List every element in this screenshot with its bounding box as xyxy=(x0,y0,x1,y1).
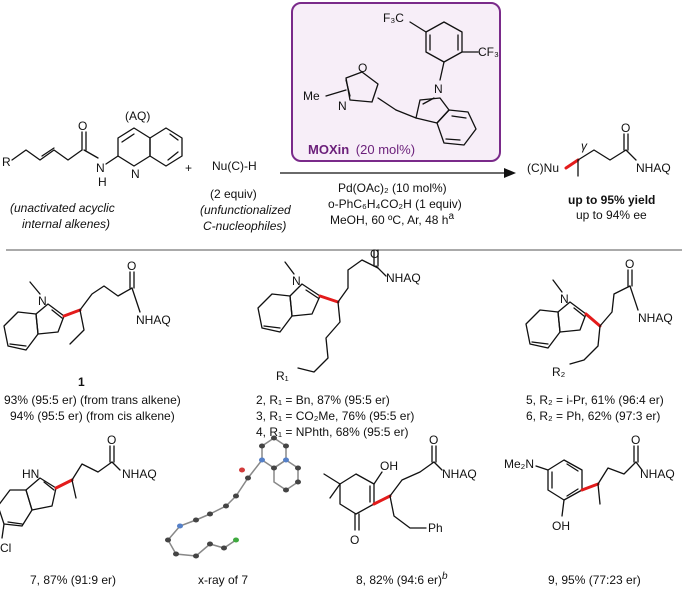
substrate-alkene: R O N H (AQ) N (unactivated acyclic inte… xyxy=(2,109,183,231)
catalyst-box: F₃C CF₃ N O N Me MOXin (20 mol%) xyxy=(291,2,501,162)
product-2-4: N O NHAQ R₁ 2, R₁ = Bn, 87% (95:5 er) 3,… xyxy=(256,247,421,439)
aq-label: (AQ) xyxy=(125,109,150,123)
p9-me2n-label: Me₂N xyxy=(504,457,534,471)
substrate-desc-line2: internal alkenes) xyxy=(22,217,110,231)
p5-r2-label: R₂ xyxy=(552,365,566,379)
product-7: HN Cl O NHAQ 7, 87% (91:9 er) xyxy=(0,433,157,587)
scope-ee: up to 94% ee xyxy=(576,208,647,222)
p8-oh-label: OH xyxy=(380,459,398,473)
nucleophile-formula: Nu(C)-H xyxy=(212,159,257,173)
p1-nhaq-label: NHAQ xyxy=(136,313,171,327)
p8-o-label: O xyxy=(350,533,359,547)
p1-line2: 94% (95:5 er) (from cis alkene) xyxy=(10,409,175,423)
p2-r1-label: R₁ xyxy=(276,369,289,383)
p9-oh-label: OH xyxy=(552,519,570,533)
p9-nhaq-label: NHAQ xyxy=(640,467,675,481)
substrate-h-label: H xyxy=(98,175,107,189)
product-o-label: O xyxy=(621,121,630,135)
ligand-label: MOXin (20 mol%) xyxy=(308,142,415,157)
p5-line2: 6, R₂ = Ph, 62% (97:3 er) xyxy=(526,409,660,423)
substrate-r-label: R xyxy=(2,155,11,169)
reaction-conditions: Pd(OAc)₂ (10 mol%) o-PhC₆H₄CO₂H (1 equiv… xyxy=(328,181,462,227)
product-9: Me₂N OH O NHAQ 9, 95% (77:23 er) xyxy=(504,433,675,587)
p1-benzo xyxy=(3,311,39,351)
nucleophile: Nu(C)-H (2 equiv) (unfunctionalized C-nu… xyxy=(200,159,291,233)
p1-n-label: N xyxy=(38,294,47,308)
p5-o-label: O xyxy=(625,257,634,271)
product-nhaq-label: NHAQ xyxy=(636,161,671,175)
oxazoline-ring xyxy=(345,71,379,103)
cf3-top-label: F₃C xyxy=(383,11,404,25)
conditions-line1: Pd(OAc)₂ (10 mol%) xyxy=(338,181,447,195)
nucleophile-desc-line2: C-nucleophiles) xyxy=(203,219,286,233)
p2-line2: 3, R₁ = CO₂Me, 76% (95:5 er) xyxy=(256,409,414,423)
p5-nhaq-label: NHAQ xyxy=(638,311,673,325)
nucleophile-desc-line1: (unfunctionalized xyxy=(200,203,291,217)
p8-label: 8, 82% (94:6 er)b xyxy=(356,571,448,587)
conditions-line2: o-PhC₆H₄CO₂H (1 equiv) xyxy=(328,197,462,211)
p2-pyrrole xyxy=(289,283,321,317)
scope-yield: up to 95% yield xyxy=(568,193,655,207)
p7-benzo xyxy=(0,489,33,527)
p2-n-label: N xyxy=(292,274,301,288)
p5-line1: 5, R₂ = i-Pr, 61% (96:4 er) xyxy=(526,393,664,407)
xray-thermal-ellipsoids xyxy=(167,437,299,557)
p5-n-label: N xyxy=(560,292,569,306)
indole-benzo xyxy=(436,109,477,146)
substrate-n-label: N xyxy=(96,161,105,175)
nucleophile-equiv: (2 equiv) xyxy=(210,187,257,201)
indole-n-label: N xyxy=(434,82,443,96)
p1-id: 1 xyxy=(78,375,85,389)
p7-hn-label: HN xyxy=(22,467,39,481)
p7-nhaq-label: NHAQ xyxy=(122,467,157,481)
xray-structure: x-ray of 7 xyxy=(165,435,301,587)
p8-ph-label: Ph xyxy=(428,521,443,535)
p9-label: 9, 95% (77:23 er) xyxy=(548,573,641,587)
plus-sign: + xyxy=(185,161,192,175)
p1-o-label: O xyxy=(127,259,136,273)
p7-o-label: O xyxy=(107,433,116,447)
product-nu-label: (C)Nu xyxy=(527,161,559,175)
product-5-6: N O NHAQ R₂ 5, R₂ = i-Pr, 61% (96:4 er) … xyxy=(525,257,673,423)
p9-ring xyxy=(547,459,583,501)
cf3-right-label: CF₃ xyxy=(478,45,499,59)
reaction-arrow xyxy=(280,168,516,178)
xray-atoms xyxy=(165,435,301,559)
p2-nhaq-label: NHAQ xyxy=(386,271,421,285)
quinoline-ring-b xyxy=(149,127,183,167)
p5-benzo xyxy=(525,309,561,349)
oxazoline-o-label: O xyxy=(358,61,367,75)
substrate-desc-line1: (unactivated acyclic xyxy=(10,201,115,215)
p2-o-label: O xyxy=(370,247,379,261)
p2-line1: 2, R₁ = Bn, 87% (95:5 er) xyxy=(256,393,390,407)
product-1: N O NHAQ 1 93% (95:5 er) (from trans alk… xyxy=(3,259,181,423)
p1-pyrrole xyxy=(35,303,65,335)
p8-ring xyxy=(339,473,375,515)
p2-line3: 4, R₁ = NPhth, 68% (95:5 er) xyxy=(256,425,408,439)
methyl-label: Me xyxy=(303,89,320,103)
quinoline-n-label: N xyxy=(131,167,140,181)
ligand-box xyxy=(291,2,501,162)
indole-pyrrole xyxy=(415,97,450,124)
p7-cl-label: Cl xyxy=(0,541,11,555)
p7-pyrrole xyxy=(25,477,57,511)
p5-pyrrole xyxy=(557,301,587,333)
p2-benzo xyxy=(257,293,293,333)
general-product: (C)Nu γ O NHAQ up to 95% yield up to 94%… xyxy=(527,121,671,222)
p8-nhaq-label: NHAQ xyxy=(442,467,477,481)
p9-o-label: O xyxy=(631,433,640,447)
oxazoline-n-label: N xyxy=(338,99,347,113)
p7-label: 7, 87% (91:9 er) xyxy=(30,573,116,587)
conditions-line3: MeOH, 60 ºC, Ar, 48 ha xyxy=(330,211,454,227)
p1-line1: 93% (95:5 er) (from trans alkene) xyxy=(4,393,181,407)
substrate-o-label: O xyxy=(78,119,87,133)
gamma-label: γ xyxy=(581,139,588,153)
p8-amide-o-label: O xyxy=(429,433,438,447)
product-8: OH O O NHAQ Ph 8, 82% (94:6 er)b xyxy=(323,433,477,587)
xray-label: x-ray of 7 xyxy=(198,573,248,587)
